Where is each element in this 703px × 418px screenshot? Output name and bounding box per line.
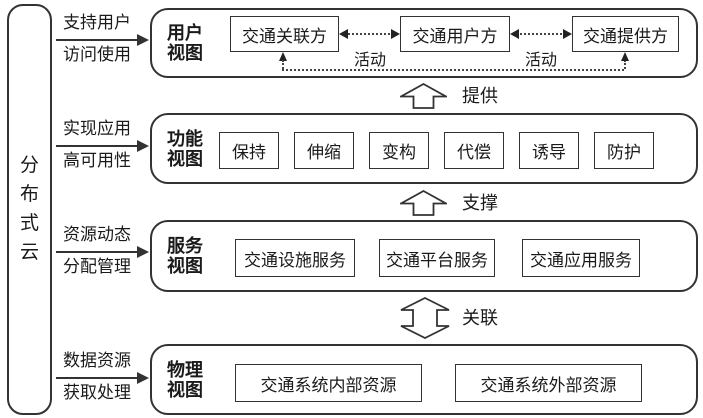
activity-label: 活动	[524, 52, 557, 69]
box-traffic-platform-service: 交通平台服务	[379, 239, 495, 277]
panel-title-line1: 用户	[167, 23, 203, 43]
panel-user-view: 用户 视图 交通关联方 交通用户方 交通提供方 活动 活动	[150, 8, 698, 78]
box-traffic-related-party: 交通关联方	[230, 16, 339, 52]
connector-label-associate: 关联	[462, 308, 498, 328]
box-label: 伸缩	[307, 143, 341, 162]
up-block-arrow-icon	[400, 190, 447, 216]
box-label: 交通提供方	[583, 26, 668, 46]
sidebar-char: 分	[19, 155, 39, 176]
panel-title-line2: 视图	[167, 256, 203, 276]
box-label: 诱导	[532, 143, 566, 162]
panel-physical-view: 物理 视图 交通系统内部资源 交通系统外部资源	[150, 344, 698, 415]
box-traffic-system-internal-resources: 交通系统内部资源	[235, 364, 422, 402]
up-block-arrow-icon	[400, 83, 447, 109]
box-traffic-application-service: 交通应用服务	[522, 239, 640, 277]
panel-title-line1: 物理	[167, 359, 203, 380]
edge-function-view: 实现应用 高可用性	[56, 119, 149, 171]
box-traffic-system-external-resources: 交通系统外部资源	[455, 364, 642, 402]
right-arrow-icon	[56, 140, 149, 152]
edge-label-bottom: 分配管理	[63, 257, 131, 276]
up-arrowhead-icon	[279, 52, 287, 61]
panel-title: 用户 视图	[167, 23, 203, 63]
box-label: 交通关联方	[242, 26, 327, 46]
box-label: 保持	[232, 143, 266, 162]
edge-service-view: 资源动态 分配管理	[56, 225, 149, 277]
dotted-double-arrow-icon	[510, 29, 572, 39]
edge-label-top: 实现应用	[63, 119, 131, 138]
panel-title-line1: 功能	[167, 128, 203, 149]
panel-title-line2: 视图	[167, 43, 203, 63]
panel-title: 功能 视图	[167, 129, 203, 169]
box-label: 交通用户方	[412, 26, 498, 46]
panel-title-line2: 视图	[167, 379, 203, 400]
sidebar-char: 式	[19, 213, 39, 234]
box-compensate: 代偿	[444, 132, 504, 169]
box-label: 交通设施服务	[244, 250, 346, 270]
connector-label-support: 支撑	[462, 193, 498, 213]
dotted-line	[282, 69, 624, 71]
panel-title: 服务 视图	[167, 236, 203, 276]
right-arrow-icon	[56, 34, 149, 46]
box-label: 交通应用服务	[530, 250, 632, 270]
panel-service-view: 服务 视图 交通设施服务 交通平台服务 交通应用服务	[150, 220, 698, 292]
edge-label-top: 支持用户	[63, 13, 131, 32]
panel-title-line2: 视图	[167, 148, 203, 169]
box-label: 交通平台服务	[386, 250, 488, 270]
box-traffic-provider-party: 交通提供方	[572, 16, 679, 52]
box-label: 交通系统外部资源	[480, 375, 617, 395]
edge-physical-view: 数据资源 获取处理	[56, 351, 149, 403]
dotted-double-arrow-icon	[339, 29, 400, 39]
panel-function-view: 功能 视图 保持 伸缩 变构 代偿 诱导 防护	[150, 113, 698, 184]
box-traffic-facility-service: 交通设施服务	[235, 239, 355, 277]
box-guide: 诱导	[519, 132, 579, 169]
panel-title: 物理 视图	[167, 360, 203, 400]
box-scale: 伸缩	[294, 132, 354, 169]
box-label: 变构	[382, 143, 416, 162]
right-arrow-icon	[56, 246, 149, 258]
edge-label-top: 资源动态	[63, 225, 131, 244]
panel-title-line1: 服务	[167, 236, 203, 256]
dotted-line	[282, 60, 284, 69]
box-reconfigure: 变构	[369, 132, 429, 169]
edge-label-bottom: 获取处理	[63, 383, 131, 402]
edge-label-bottom: 高可用性	[63, 151, 131, 170]
edge-user-view: 支持用户 访问使用	[56, 13, 149, 65]
box-label: 代偿	[457, 143, 491, 162]
box-label: 防护	[607, 143, 641, 162]
edge-label-top: 数据资源	[63, 351, 131, 370]
sidebar-char: 云	[19, 242, 39, 263]
up-down-block-arrow-icon	[400, 297, 450, 339]
distributed-cloud-sidebar: 分 布 式 云	[7, 4, 52, 415]
sidebar-char: 布	[19, 184, 39, 205]
connector-label-provide: 提供	[462, 86, 498, 106]
box-protect: 防护	[594, 132, 654, 169]
box-label: 交通系统内部资源	[260, 375, 397, 395]
activity-label: 活动	[353, 52, 386, 69]
dotted-line	[624, 60, 626, 69]
right-arrow-icon	[56, 372, 149, 384]
box-traffic-user-party: 交通用户方	[400, 16, 510, 52]
up-arrowhead-icon	[621, 52, 629, 61]
box-maintain: 保持	[219, 132, 279, 169]
edge-label-bottom: 访问使用	[63, 45, 131, 64]
